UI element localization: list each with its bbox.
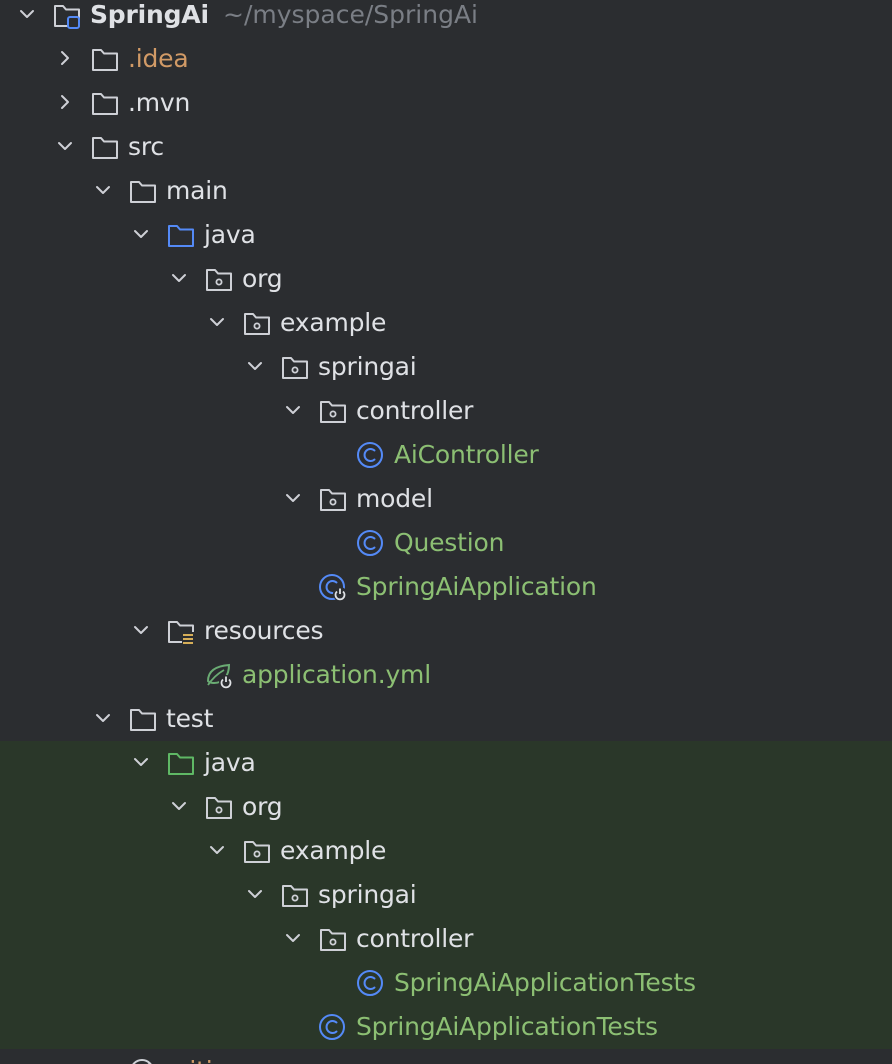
tree-item-label: springai [318, 880, 417, 909]
tree-row-test-springai[interactable]: springai [0, 873, 892, 917]
tree-row-springaiapplicationtests-inner[interactable]: SpringAiApplicationTests [0, 961, 892, 1005]
tree-item-label: SpringAi [90, 0, 209, 29]
tree-row-main-example[interactable]: example [0, 301, 892, 345]
tree-row-springaiapplication[interactable]: SpringAiApplication [0, 565, 892, 609]
chevron-down-icon[interactable] [128, 609, 152, 653]
package-icon [204, 257, 234, 301]
folder-icon [90, 125, 120, 169]
chevron-down-icon[interactable] [280, 917, 304, 961]
package-icon [242, 301, 272, 345]
chevron-right-icon[interactable] [52, 37, 76, 81]
chevron-down-icon[interactable] [14, 0, 38, 37]
tree-item-label: SpringAiApplicationTests [356, 1012, 658, 1041]
chevron-down-icon[interactable] [128, 213, 152, 257]
folder-icon [90, 81, 120, 125]
tree-row-main-springai[interactable]: springai [0, 345, 892, 389]
tree-row-test-controller[interactable]: controller [0, 917, 892, 961]
tree-item-label: src [128, 132, 164, 161]
package-icon [204, 785, 234, 829]
folder-icon [128, 169, 158, 213]
tree-row-aicontroller[interactable]: AiController [0, 433, 892, 477]
tree-item-label: controller [356, 924, 474, 953]
tree-item-label: Question [394, 528, 505, 557]
tree-row-springai-root[interactable]: SpringAi ~/myspace/SpringAi [0, 0, 892, 37]
tree-item-label: SpringAiApplicationTests [394, 968, 696, 997]
class-icon [318, 1005, 348, 1049]
spring-boot-class-icon [318, 565, 348, 609]
chevron-down-icon[interactable] [204, 301, 228, 345]
tree-item-label: SpringAiApplication [356, 572, 597, 601]
folder-icon [90, 37, 120, 81]
class-icon [356, 521, 386, 565]
tree-row-main-java[interactable]: java [0, 213, 892, 257]
chevron-down-icon[interactable] [242, 873, 266, 917]
tree-item-label: main [166, 176, 228, 205]
tree-item-label: java [204, 220, 256, 249]
tree-row-src[interactable]: src [0, 125, 892, 169]
tree-item-label: example [280, 836, 387, 865]
chevron-down-icon[interactable] [166, 785, 190, 829]
tree-row-test[interactable]: test [0, 697, 892, 741]
chevron-right-icon[interactable] [52, 81, 76, 125]
tree-item-label: .idea [128, 44, 189, 73]
chevron-down-icon[interactable] [128, 741, 152, 785]
tree-row-main[interactable]: main [0, 169, 892, 213]
package-icon [242, 829, 272, 873]
chevron-down-icon[interactable] [90, 697, 114, 741]
chevron-down-icon[interactable] [166, 257, 190, 301]
chevron-down-icon[interactable] [242, 345, 266, 389]
tree-row-test-example[interactable]: example [0, 829, 892, 873]
class-icon [356, 961, 386, 1005]
tree-row-mvn[interactable]: .mvn [0, 81, 892, 125]
package-icon [318, 389, 348, 433]
chevron-down-icon[interactable] [90, 169, 114, 213]
tree-row-resources[interactable]: resources [0, 609, 892, 653]
tree-row-test-org[interactable]: org [0, 785, 892, 829]
gitignore-icon [128, 1049, 158, 1064]
class-icon [356, 433, 386, 477]
package-icon [280, 873, 310, 917]
package-icon [280, 345, 310, 389]
project-path: ~/myspace/SpringAi [223, 0, 479, 29]
tree-row-model[interactable]: model [0, 477, 892, 521]
tree-item-label: springai [318, 352, 417, 381]
tree-item-label: .gitignore [166, 1049, 284, 1064]
tree-row-main-controller[interactable]: controller [0, 389, 892, 433]
tree-item-label: test [166, 704, 214, 733]
tree-row-gitignore-partial[interactable]: .gitignore [0, 1049, 892, 1064]
chevron-down-icon[interactable] [280, 477, 304, 521]
test-root-folder-icon [166, 741, 196, 785]
resources-folder-icon [166, 609, 196, 653]
folder-icon [128, 697, 158, 741]
tree-item-label: resources [204, 616, 324, 645]
tree-item-label: java [204, 748, 256, 777]
tree-item-label: example [280, 308, 387, 337]
tree-row-application-yml[interactable]: application.yml [0, 653, 892, 697]
tree-item-label: application.yml [242, 660, 431, 689]
chevron-down-icon[interactable] [280, 389, 304, 433]
package-icon [318, 917, 348, 961]
chevron-down-icon[interactable] [52, 125, 76, 169]
package-icon [318, 477, 348, 521]
source-root-folder-icon [166, 213, 196, 257]
chevron-down-icon[interactable] [204, 829, 228, 873]
spring-config-icon [204, 653, 234, 697]
tree-row-question[interactable]: Question [0, 521, 892, 565]
tree-item-label: org [242, 792, 283, 821]
tree-row-idea[interactable]: .idea [0, 37, 892, 81]
tree-item-label: AiController [394, 440, 539, 469]
tree-item-label: org [242, 264, 283, 293]
project-folder-icon [52, 0, 82, 37]
tree-row-test-java[interactable]: java [0, 741, 892, 785]
tree-item-label: model [356, 484, 433, 513]
tree-row-main-org[interactable]: org [0, 257, 892, 301]
tree-row-springaiapplicationtests[interactable]: SpringAiApplicationTests [0, 1005, 892, 1049]
tree-item-label: controller [356, 396, 474, 425]
tree-item-label: .mvn [128, 88, 191, 117]
